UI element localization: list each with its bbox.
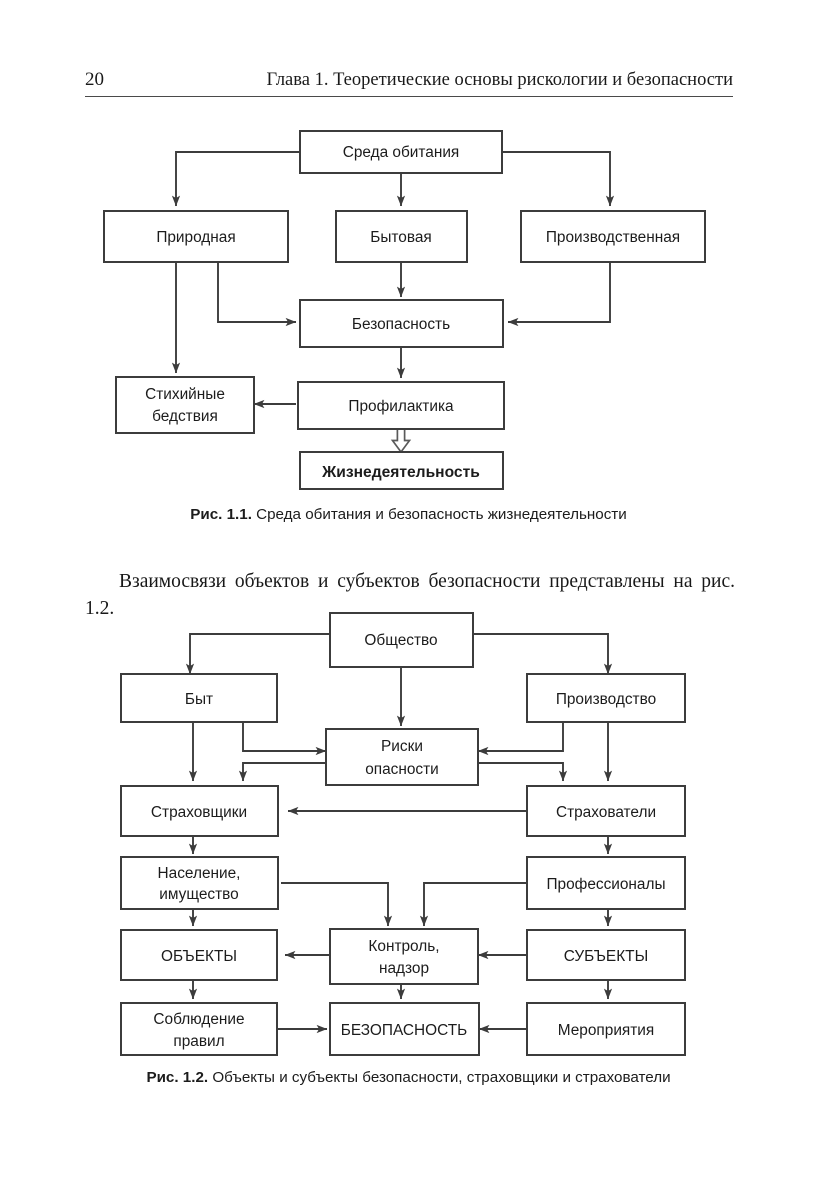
node-box	[520, 210, 706, 263]
node-box	[103, 210, 289, 263]
node-box	[526, 1002, 686, 1056]
node-box	[526, 929, 686, 981]
node-box	[329, 1002, 480, 1056]
node-label-bezopasnost: Безопасность	[352, 316, 450, 333]
node-label-obyekty: ОБЪЕКТЫ	[161, 948, 237, 965]
node-box	[329, 928, 479, 985]
node-label-bezopasnost: БЕЗОПАСНОСТЬ	[341, 1022, 467, 1039]
node-label-kontrol-2: надзор	[379, 960, 429, 977]
running-head: 20 Глава 1. Теоретические основы рисколо…	[85, 68, 733, 98]
node-label-naselenie-1: Население,	[158, 865, 241, 882]
node-box	[120, 1002, 278, 1056]
figure-2-diagram: Общество Быт Производство Риски опасност…	[120, 612, 686, 1056]
node-label-zhiznedeyatelnost: Жизнедеятельность	[321, 464, 480, 481]
node-label-subyekty: СУБЪЕКТЫ	[564, 948, 648, 965]
node-label-prirodnaya: Природная	[156, 229, 235, 246]
node-label-professionaly: Профессионалы	[546, 876, 665, 893]
node-label-proizvodstvo: Производство	[556, 691, 656, 708]
node-box	[115, 376, 255, 434]
node-label-soblyudenie-1: Соблюдение	[153, 1011, 244, 1028]
node-box	[325, 728, 479, 786]
node-label-soblyudenie-2: правил	[173, 1033, 224, 1050]
node-box	[299, 451, 504, 490]
node-label-sreda-obitaniya: Среда обитания	[343, 144, 460, 161]
node-box	[329, 612, 474, 668]
figure-2-caption-text: Объекты и субъекты безопасности, страхов…	[208, 1069, 671, 1086]
figure-1-caption-label: Рис. 1.1.	[190, 506, 252, 523]
node-box	[526, 785, 686, 837]
node-label-riski-1: Риски	[381, 738, 423, 755]
figure-2-caption-label: Рис. 1.2.	[146, 1069, 209, 1086]
node-box	[120, 673, 278, 723]
node-label-profilaktika: Профилактика	[348, 398, 454, 415]
node-box	[335, 210, 468, 263]
node-label-obshchestvo: Общество	[364, 632, 437, 649]
node-label-riski-2: опасности	[365, 761, 439, 778]
body-paragraph: Взаимосвязи объектов и субъектов безопас…	[85, 570, 735, 619]
chapter-title: Глава 1. Теоретические основы рискологии…	[266, 70, 733, 90]
page-number: 20	[85, 69, 104, 90]
node-box	[120, 929, 278, 981]
node-label-stihiynye-1: Стихийные	[145, 386, 225, 403]
node-label-kontrol-1: Контроль,	[368, 938, 439, 955]
figure-1-caption-text: Среда обитания и безопасность жизнедеяте…	[251, 506, 627, 523]
node-label-bytovaya: Бытовая	[370, 229, 432, 246]
node-label-proizvodstvennaya: Производственная	[546, 229, 680, 246]
node-box	[526, 856, 686, 910]
node-box	[120, 856, 279, 910]
figure-2-caption: Рис. 1.2. Объекты и субъекты безопасност…	[0, 1068, 817, 1088]
node-box	[526, 673, 686, 723]
node-label-stihiynye-2: бедствия	[152, 408, 218, 425]
node-label-byt: Быт	[185, 691, 213, 708]
node-label-strahovateli: Страхователи	[556, 804, 656, 821]
node-label-naselenie-2: имущество	[159, 886, 238, 903]
figure-1-diagram: Среда обитания Природная Бытовая Произво…	[0, 0, 817, 500]
node-label-strahovshchiki: Страховщики	[151, 804, 247, 821]
node-box	[299, 299, 504, 348]
node-label-meropriyatiya: Мероприятия	[558, 1022, 654, 1039]
header-rule	[85, 96, 733, 97]
node-box	[299, 130, 503, 174]
node-box	[297, 381, 505, 430]
node-box	[120, 785, 279, 837]
figure-1-caption: Рис. 1.1. Среда обитания и безопасность …	[0, 505, 817, 525]
